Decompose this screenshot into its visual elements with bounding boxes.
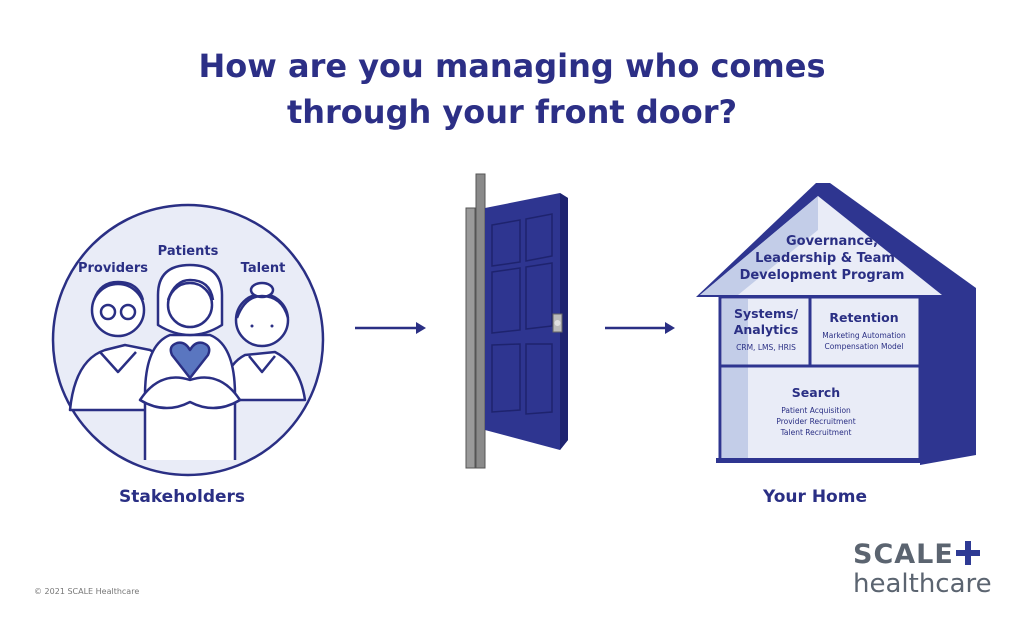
- retention-sub-1: Marketing Automation: [822, 331, 906, 340]
- talent-figure: [218, 281, 307, 402]
- open-door: [465, 173, 568, 469]
- your-home-caption: Your Home: [763, 487, 867, 507]
- systems-title-1: Systems/: [734, 306, 799, 321]
- stakeholders-group: Providers Patients Talent: [51, 203, 325, 477]
- copyright-text: © 2021 SCALE Healthcare: [34, 587, 140, 596]
- heart-icon: [169, 341, 211, 380]
- systems-title-2: Analytics: [734, 322, 799, 337]
- label-providers: Providers: [78, 261, 148, 276]
- scale-healthcare-logo: SCALE healthcare: [853, 540, 1003, 599]
- roof-line-2: Leadership & Team: [755, 251, 895, 266]
- arrow-2: [605, 322, 675, 334]
- retention-sub-2: Compensation Model: [824, 342, 903, 351]
- logo-wordmark-bottom: healthcare: [853, 569, 992, 599]
- house-body: [718, 295, 922, 462]
- logo-wordmark-top: SCALE: [853, 540, 1003, 570]
- glasses-icon: [99, 303, 117, 321]
- label-patients: Patients: [158, 244, 219, 259]
- door-frame-right: [475, 173, 486, 469]
- door-frame-left: [465, 207, 476, 469]
- roof-line-3: Development Program: [740, 268, 905, 283]
- headline-line-2: through your front door?: [286, 93, 738, 131]
- search-sub-1: Patient Acquisition: [781, 406, 851, 415]
- retention-title: Retention: [829, 310, 898, 325]
- house: Governance, Leadership & Team Developmen…: [696, 183, 976, 465]
- stakeholders-caption: Stakeholders: [118, 487, 246, 507]
- label-talent: Talent: [241, 261, 286, 276]
- search-sub-2: Provider Recruitment: [776, 417, 855, 426]
- systems-sub: CRM, LMS, HRIS: [736, 343, 796, 352]
- patient-figure: [138, 263, 242, 460]
- arrow-1: [355, 322, 426, 334]
- search-title: Search: [792, 385, 840, 400]
- headline-line-1: How are you managing who comes: [198, 47, 826, 85]
- search-sub-3: Talent Recruitment: [780, 428, 852, 437]
- roof-line-1: Governance,: [786, 234, 878, 249]
- plus-icon: [955, 541, 980, 565]
